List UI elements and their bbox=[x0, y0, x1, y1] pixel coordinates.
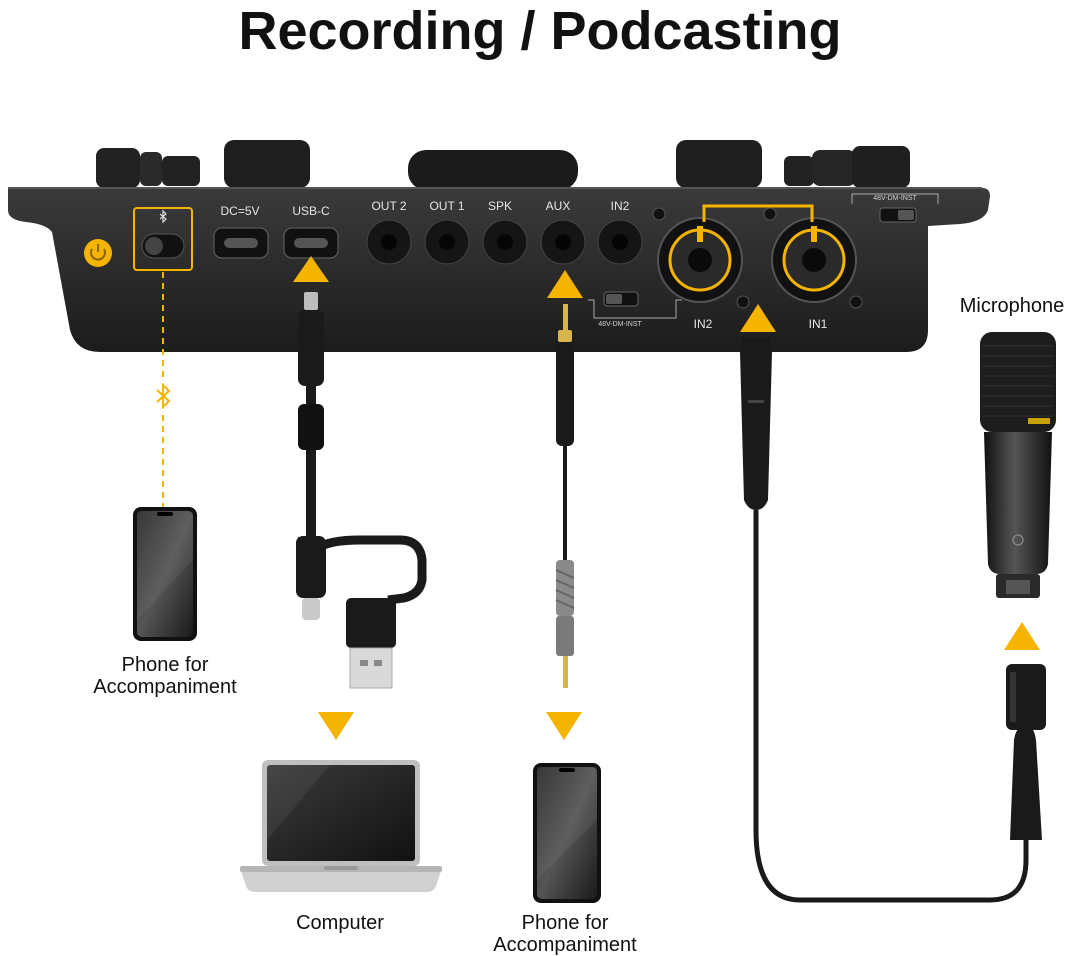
usb-cable bbox=[293, 256, 427, 689]
bluetooth-icon bbox=[159, 209, 167, 224]
aux-cable bbox=[547, 270, 583, 688]
label-line: Phone for bbox=[521, 912, 609, 934]
port-label-in1: IN1 bbox=[809, 317, 828, 331]
bluetooth-switch-frame bbox=[133, 207, 193, 271]
phone-bottom bbox=[533, 763, 601, 903]
knob bbox=[162, 156, 200, 186]
label-microphone: Microphone bbox=[959, 295, 1065, 317]
arrow-up-icon bbox=[547, 270, 583, 298]
knob bbox=[408, 150, 578, 190]
xlr-in2 bbox=[652, 207, 750, 309]
label-line: Accompaniment bbox=[493, 934, 637, 956]
knob bbox=[784, 156, 814, 186]
jack-in2 bbox=[597, 219, 643, 265]
arrow-up-icon bbox=[293, 256, 329, 282]
jack-spk bbox=[482, 219, 528, 265]
port-label-in2: IN2 bbox=[694, 317, 713, 331]
knob bbox=[852, 146, 910, 188]
arrow-up-icon bbox=[740, 304, 776, 332]
phone-left bbox=[133, 507, 197, 641]
bluetooth-icon bbox=[153, 382, 173, 410]
switch-right-label: 48V-DM-INST bbox=[873, 195, 917, 202]
port-label-out1: OUT 1 bbox=[429, 199, 464, 213]
power-button bbox=[84, 239, 112, 267]
knob bbox=[676, 140, 762, 188]
knob bbox=[96, 148, 140, 188]
jack-out1 bbox=[424, 219, 470, 265]
xlr-in1 bbox=[763, 207, 863, 309]
computer-laptop bbox=[240, 760, 442, 892]
arrow-down-icon bbox=[546, 712, 582, 740]
label-phone-left: Phone for Accompaniment bbox=[60, 654, 270, 698]
label-line: Accompaniment bbox=[93, 676, 237, 698]
port-label-aux: AUX bbox=[546, 199, 571, 213]
arrow-up-icon bbox=[1004, 622, 1040, 650]
jack-out2 bbox=[366, 219, 412, 265]
knob bbox=[140, 152, 162, 186]
knob bbox=[812, 150, 856, 186]
power-icon bbox=[90, 244, 106, 261]
arrow-down-icon bbox=[318, 712, 354, 740]
label-phone-bottom: Phone for Accompaniment bbox=[460, 912, 670, 956]
port-label-in2-top: IN2 bbox=[611, 199, 630, 213]
mixer-device: DC=5V USB-C OUT 2 OUT 1 SPK AUX IN2 48V-… bbox=[8, 140, 990, 352]
page-title: Recording / Podcasting bbox=[238, 1, 842, 61]
knob bbox=[224, 140, 310, 188]
port-label-dc: DC=5V bbox=[220, 204, 259, 218]
jack-aux bbox=[540, 219, 586, 265]
xlr-cable bbox=[740, 304, 1046, 903]
port-label-spk: SPK bbox=[488, 199, 512, 213]
port-label-usbc: USB-C bbox=[292, 204, 330, 218]
port-label-out2: OUT 2 bbox=[371, 199, 406, 213]
label-line: Phone for bbox=[121, 654, 209, 676]
switch-left-label: 48V-DM-INST bbox=[598, 321, 642, 328]
label-computer: Computer bbox=[296, 912, 384, 934]
microphone bbox=[980, 332, 1056, 598]
